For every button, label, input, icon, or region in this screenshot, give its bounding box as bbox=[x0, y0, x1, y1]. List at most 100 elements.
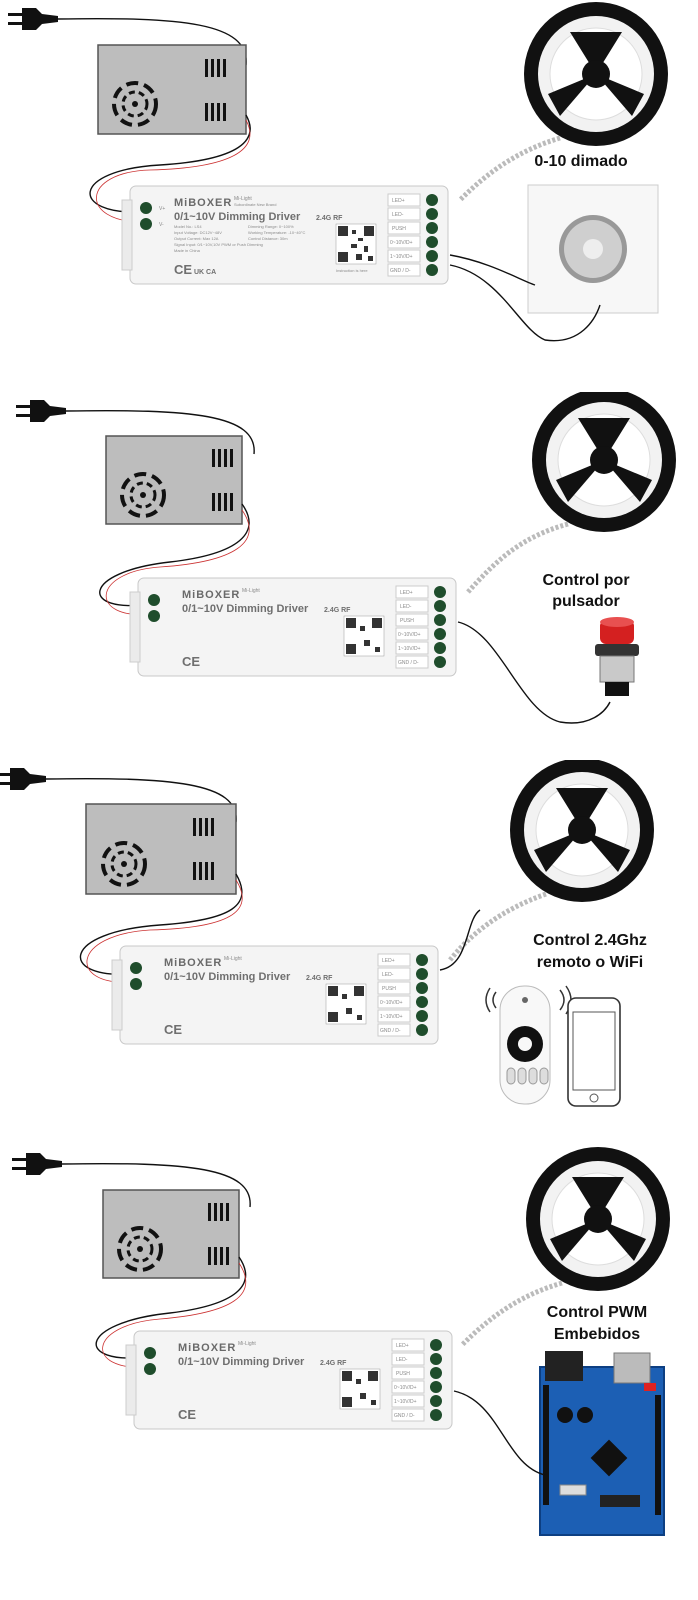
qr-caption: Instruction is here bbox=[336, 268, 368, 273]
terminal-led-plus: LED+ bbox=[392, 198, 405, 204]
brand-logo: MiBOXER bbox=[164, 957, 222, 969]
rf-badge: 2.4G RF bbox=[316, 215, 343, 222]
terminal-led-plus: LED+ bbox=[400, 590, 413, 596]
caption-dial-line1: 0-10 dimado bbox=[534, 153, 628, 170]
terminal-led-minus: LED- bbox=[392, 212, 404, 218]
power-supply bbox=[105, 435, 243, 525]
sub-brand: Mi-Light bbox=[234, 196, 252, 202]
spec-dim-range: Dimming Range: 0~100% bbox=[248, 224, 294, 229]
power-plug-icon bbox=[12, 1153, 62, 1175]
terminal-led-minus: LED- bbox=[396, 1357, 408, 1363]
input-v-plus: V+ bbox=[159, 206, 165, 212]
terminal-0-10v: 0~10V/D+ bbox=[380, 1000, 403, 1006]
brand-logo: MiBOXER bbox=[174, 197, 232, 209]
terminal-gnd: GND / D- bbox=[380, 1028, 401, 1034]
caption-pwm-line2: Embebidos bbox=[554, 1326, 640, 1343]
spec-distance: Control Distance: 30m bbox=[248, 236, 288, 241]
rf-remote-icon bbox=[485, 985, 551, 1105]
sub-brand: Mi-Light bbox=[238, 1341, 256, 1347]
driver-module: MiBOXER Mi-Light 0/1~10V Dimming Driver … bbox=[129, 577, 457, 677]
terminal-push: PUSH bbox=[396, 1371, 410, 1377]
vent-icon bbox=[205, 59, 226, 121]
vent-icon bbox=[208, 1203, 229, 1265]
qr-code-icon bbox=[325, 983, 367, 1025]
terminal-1-10v: 1~10V/D+ bbox=[398, 646, 421, 652]
spec-model: Model No.: LS4 bbox=[174, 224, 202, 229]
sub-brand-tag: Subordinate New Brand bbox=[234, 202, 276, 207]
terminal-0-10v: 0~10V/D+ bbox=[390, 240, 413, 246]
fan-icon bbox=[101, 841, 147, 887]
spec-origin: Made in China bbox=[174, 248, 201, 253]
led-strip-reel bbox=[448, 760, 654, 962]
led-strip-reel bbox=[466, 392, 676, 594]
rf-badge: 2.4G RF bbox=[324, 607, 351, 614]
panel-pwm: MiBOXER Mi-Light 0/1~10V Dimming Driver … bbox=[0, 1145, 698, 1545]
output-terminals bbox=[426, 194, 438, 276]
ce-mark: CE bbox=[182, 654, 200, 669]
terminal-led-minus: LED- bbox=[400, 604, 412, 610]
terminal-push: PUSH bbox=[382, 986, 396, 992]
spec-input: Input Voltage: DC12V~48V bbox=[174, 230, 222, 235]
terminal-0-10v: 0~10V/D+ bbox=[398, 632, 421, 638]
rf-badge: 2.4G RF bbox=[320, 1360, 347, 1367]
ce-mark: CE bbox=[164, 1022, 182, 1037]
panel-push: MiBOXER Mi-Light 0/1~10V Dimming Driver … bbox=[0, 392, 698, 792]
power-plug-icon bbox=[16, 400, 66, 422]
terminal-led-plus: LED+ bbox=[396, 1343, 409, 1349]
power-plug-icon bbox=[0, 768, 46, 790]
fan-icon bbox=[117, 1226, 163, 1272]
push-button-icon bbox=[595, 617, 639, 696]
driver-title: 0/1~10V Dimming Driver bbox=[174, 211, 301, 223]
rf-badge: 2.4G RF bbox=[306, 975, 333, 982]
terminal-gnd: GND / D- bbox=[390, 268, 411, 274]
terminal-1-10v: 1~10V/D+ bbox=[394, 1399, 417, 1405]
vent-icon bbox=[212, 449, 233, 511]
terminal-push: PUSH bbox=[400, 618, 414, 624]
driver-title: 0/1~10V Dimming Driver bbox=[164, 971, 291, 983]
panel-remote: MiBOXER Mi-Light 0/1~10V Dimming Driver … bbox=[0, 760, 698, 1160]
spec-signal: Signal Input: 0/1~10V,10V PWM or Push Di… bbox=[174, 242, 263, 247]
led-strip-reel bbox=[458, 2, 668, 202]
terminal-push: PUSH bbox=[392, 226, 406, 232]
caption-push-line2: pulsador bbox=[552, 593, 620, 610]
caption-remote-line1: Control 2.4Ghz bbox=[533, 932, 647, 949]
fan-icon bbox=[120, 472, 166, 518]
smartphone-icon bbox=[559, 985, 621, 1107]
dimmer-dial-icon bbox=[527, 184, 659, 314]
spec-current: Output Current: Max 12A bbox=[174, 236, 219, 241]
power-supply bbox=[85, 803, 237, 895]
sub-brand: Mi-Light bbox=[224, 956, 242, 962]
terminal-0-10v: 0~10V/D+ bbox=[394, 1385, 417, 1391]
brand-logo: MiBOXER bbox=[182, 589, 240, 601]
spec-temp: Working Temperature: -10~40°C bbox=[248, 230, 305, 235]
ce-mark: CE bbox=[178, 1407, 196, 1422]
qr-code-icon bbox=[335, 223, 377, 265]
driver-module: MiBOXER Mi-Light 0/1~10V Dimming Driver … bbox=[111, 945, 439, 1045]
panel-dial: V+ V- MiBOXER Mi-Light Subordinate New B… bbox=[0, 0, 698, 400]
qr-code-icon bbox=[339, 1368, 381, 1410]
driver-module: MiBOXER Mi-Light 0/1~10V Dimming Driver … bbox=[125, 1330, 453, 1430]
input-v-minus: V- bbox=[159, 222, 164, 228]
terminal-gnd: GND / D- bbox=[398, 660, 419, 666]
fan-icon bbox=[112, 81, 158, 127]
caption-pwm-line1: Control PWM bbox=[547, 1304, 647, 1321]
terminal-led-minus: LED- bbox=[382, 972, 394, 978]
driver-title: 0/1~10V Dimming Driver bbox=[178, 1356, 305, 1368]
terminal-1-10v: 1~10V/D+ bbox=[380, 1014, 403, 1020]
qr-code-icon bbox=[343, 615, 385, 657]
power-supply bbox=[97, 44, 247, 135]
sub-brand: Mi-Light bbox=[242, 588, 260, 594]
ukca-mark: UK CA bbox=[194, 269, 216, 276]
power-plug-icon bbox=[8, 8, 58, 30]
brand-logo: MiBOXER bbox=[178, 1342, 236, 1354]
caption-push-line1: Control por bbox=[542, 572, 629, 589]
terminal-1-10v: 1~10V/D+ bbox=[390, 254, 413, 260]
led-strip-reel bbox=[460, 1147, 670, 1347]
driver-title: 0/1~10V Dimming Driver bbox=[182, 603, 309, 615]
terminal-led-plus: LED+ bbox=[382, 958, 395, 964]
ce-mark: CE bbox=[174, 262, 192, 277]
terminal-gnd: GND / D- bbox=[394, 1413, 415, 1419]
vent-icon bbox=[193, 818, 214, 880]
driver-module: V+ V- MiBOXER Mi-Light Subordinate New B… bbox=[121, 185, 449, 285]
